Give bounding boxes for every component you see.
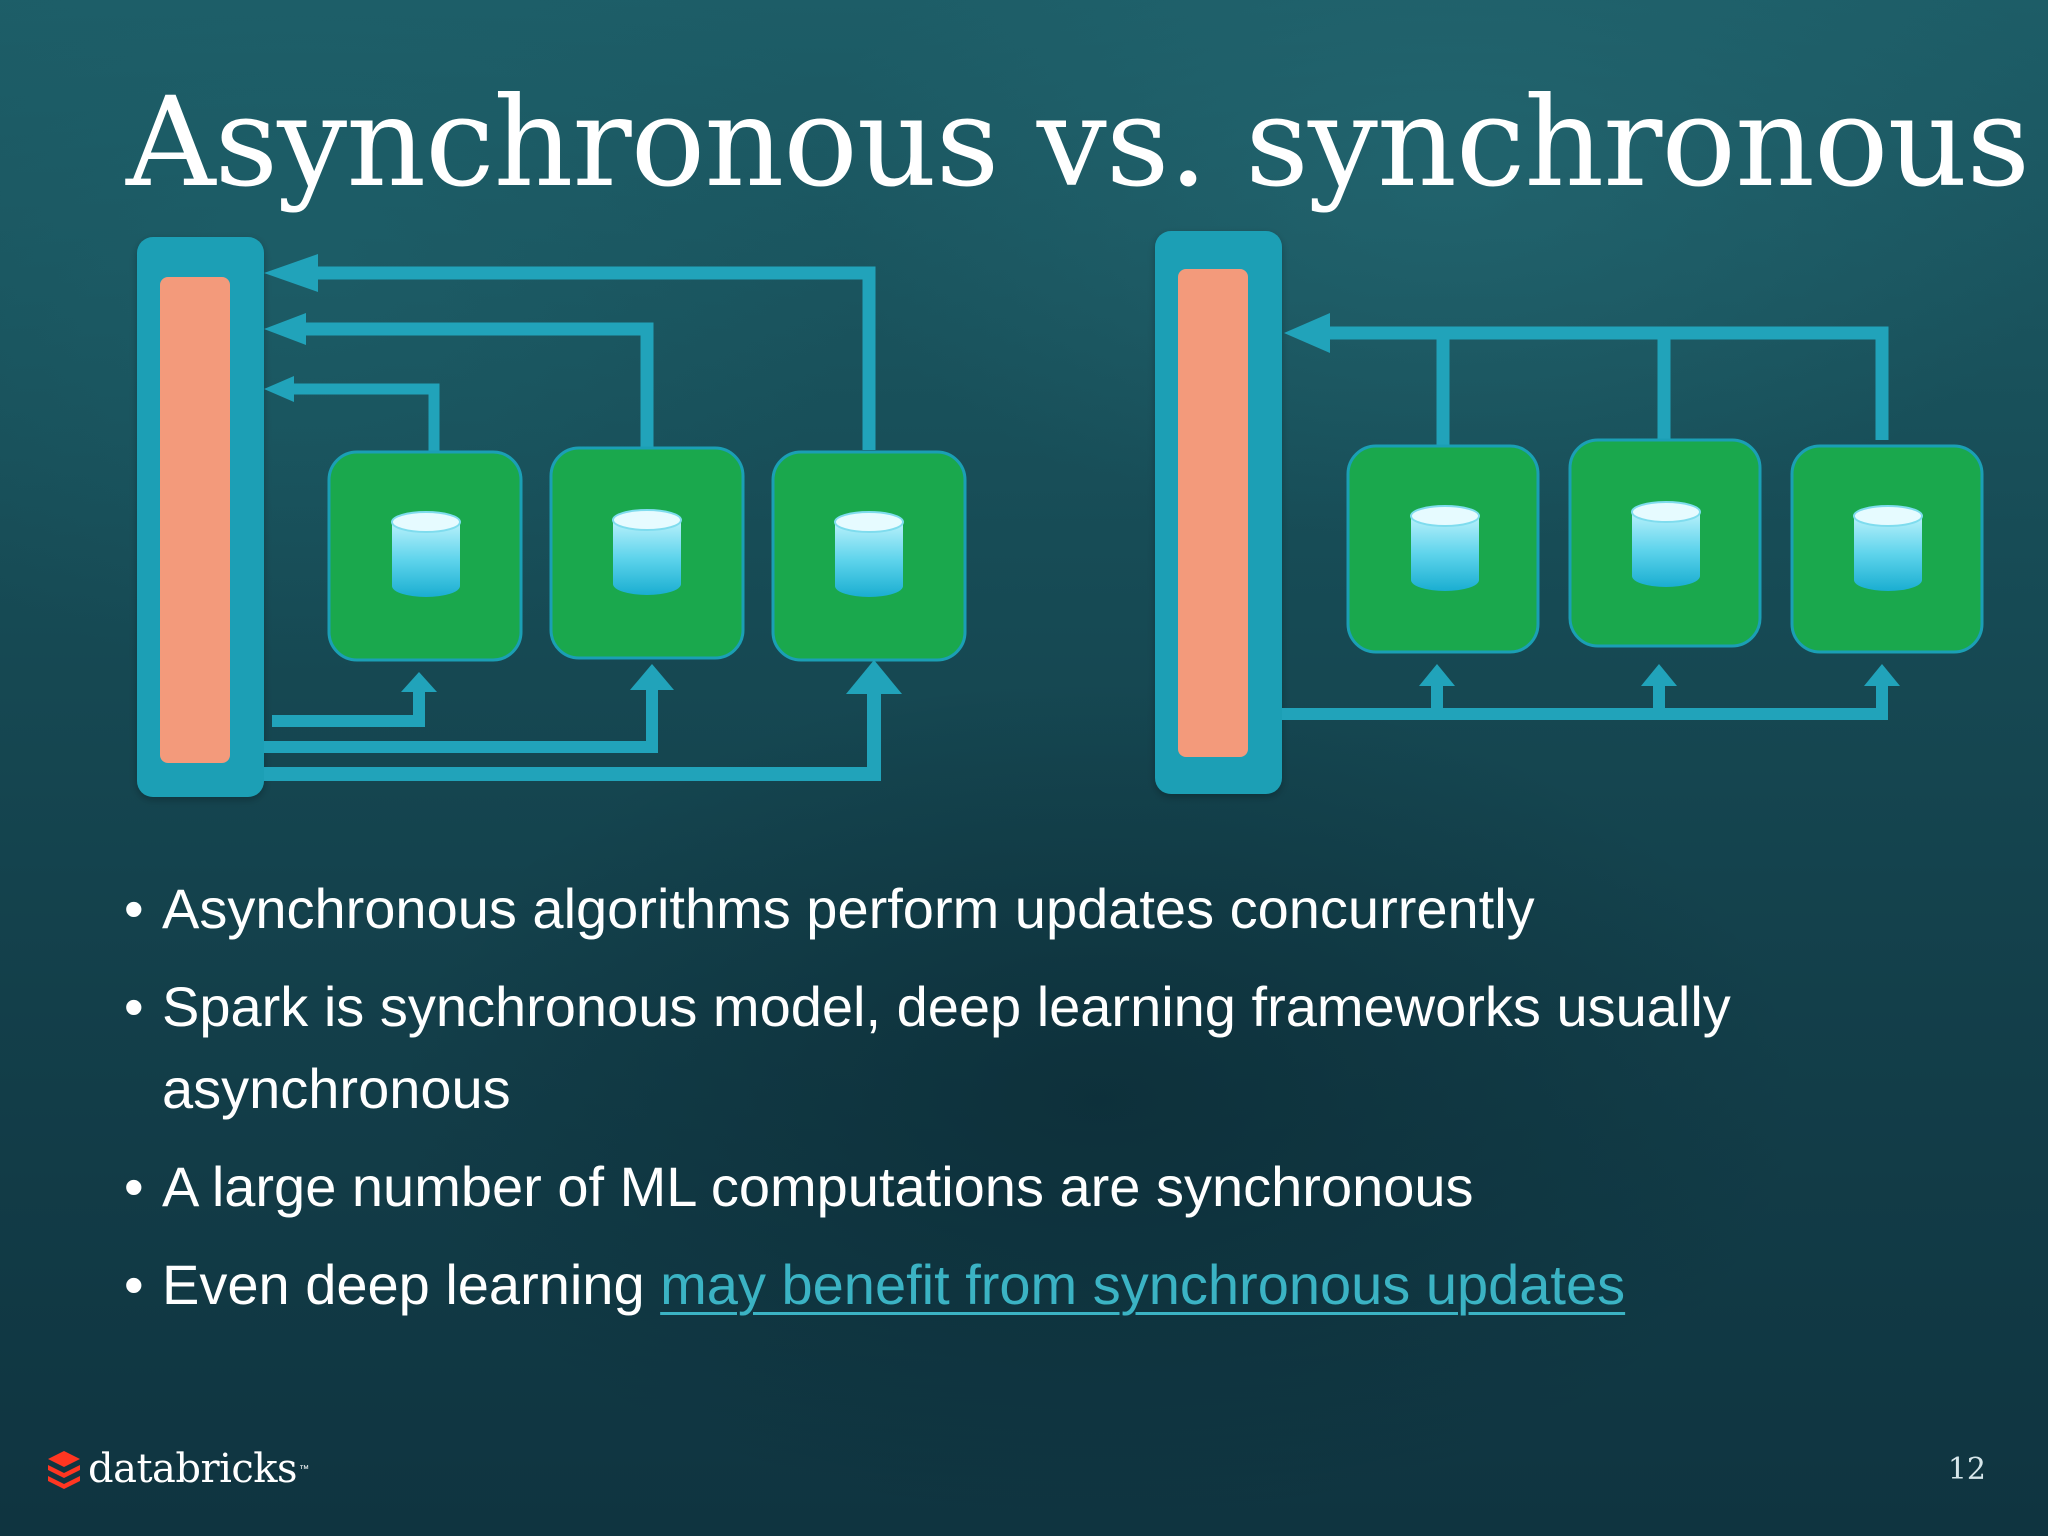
async-worker-2 [549,446,745,660]
database-icon [1853,505,1923,592]
sync-arrowheads-bottom [1419,664,1900,686]
bullet-text: Asynchronous algorithms perform updates … [162,877,1535,940]
bullet-dot: • [124,1155,144,1218]
database-icon [612,509,682,596]
sync-worker-1 [1346,444,1540,654]
sync-server [1178,269,1248,757]
database-icon [1631,501,1701,588]
sync-arrowhead-top [1284,313,1330,353]
slide-title: Asynchronous vs. synchronous [126,71,2030,215]
database-icon [391,511,461,598]
async-arrowheads-top [264,254,318,402]
bullet-item: • Spark is synchronous model, deep learn… [124,966,1824,1130]
async-arrowheads-bottom [401,660,902,694]
async-update-arrows [280,266,876,456]
bullet-text: Spark is synchronous model, deep learnin… [162,975,1731,1120]
logo-text: databricks [88,1446,298,1492]
databricks-logo-icon [48,1451,80,1489]
async-broadcast-arrows [264,690,881,781]
logo-trademark: ™ [299,1463,310,1475]
sync-diagram [1155,231,1984,794]
bullet-dot: • [124,877,144,940]
bullet-item: • Even deep learning may benefit from sy… [124,1244,1824,1326]
database-icon [1410,505,1480,592]
async-diagram [137,237,967,797]
bullet-item: • Asynchronous algorithms perform update… [124,868,1824,950]
bullet-text: A large number of ML computations are sy… [162,1155,1474,1218]
diagram [137,231,1984,797]
sync-worker-3 [1790,444,1984,654]
bullet-dot: • [124,1253,144,1316]
bullet-item: • A large number of ML computations are … [124,1146,1824,1228]
page-number: 12 [1947,1452,1986,1487]
bullet-text: Even deep learning [162,1253,661,1316]
sync-broadcast-arrows [1282,684,1888,720]
async-worker-1 [327,450,523,662]
async-server [160,277,230,763]
async-worker-3 [771,450,967,662]
sync-worker-2 [1568,438,1762,648]
sync-update-arrow [1310,326,1889,448]
sync-updates-link[interactable]: may benefit from synchronous updates [660,1253,1626,1316]
bullet-dot: • [124,975,144,1038]
database-icon [834,511,904,598]
bullet-list: • Asynchronous algorithms perform update… [124,868,1824,1342]
